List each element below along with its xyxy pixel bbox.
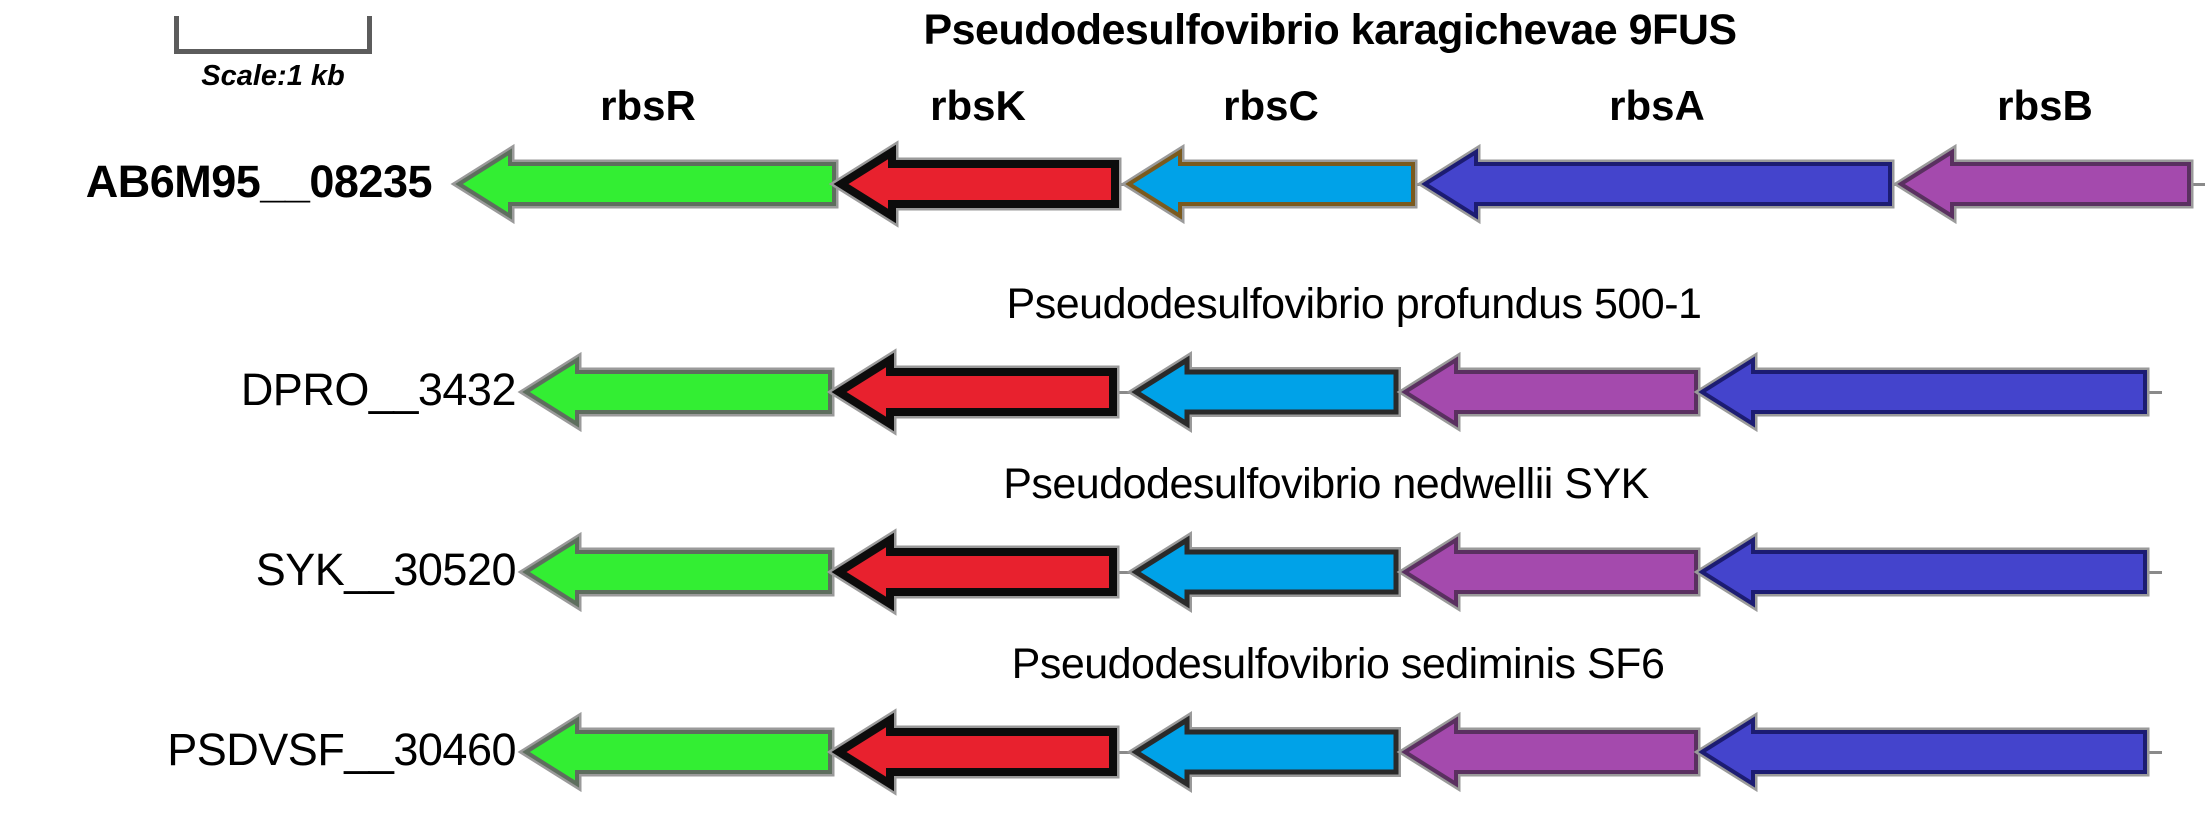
locus-tag-nedwellii: SYK__30520 xyxy=(255,543,517,595)
locus-tag-sediminis: PSDVSF__30460 xyxy=(167,723,516,775)
gene-arrow-shape-cyan xyxy=(1131,715,1399,789)
gene-arrow-red-gene xyxy=(826,708,1120,796)
gene-arrow-blue-gene xyxy=(1693,351,2150,433)
scale-bar-label: Scale:1 kb xyxy=(201,60,345,92)
locus-tag-profundus: DPRO__3432 xyxy=(240,363,517,415)
gene-arrow-green-gene xyxy=(517,711,835,793)
gene-arrow-cyan-gene xyxy=(1126,530,1401,614)
gene-name-label-rbsK: rbsK xyxy=(930,82,1026,129)
species-title-nedwellii: Pseudodesulfovibrio nedwellii SYK xyxy=(1003,460,1649,508)
scale-bar-bracket xyxy=(174,16,372,54)
gene-arrow-shape-blue xyxy=(1698,716,2147,788)
gene-arrow-shape-blue xyxy=(1698,356,2147,428)
gene-arrow-purple-gene xyxy=(1396,531,1701,613)
gene-arrow-shape-red xyxy=(833,144,1119,224)
gene-arrow-shape-blue xyxy=(1698,536,2147,608)
gene-arrow-shape-red xyxy=(831,532,1117,612)
gene-arrow-shape-cyan xyxy=(1125,148,1415,220)
gene-arrow-shape-cyan xyxy=(1131,355,1399,429)
gene-arrow-purple-gene xyxy=(1396,351,1701,433)
gene-name-label-rbsA: rbsA xyxy=(1609,82,1705,129)
gene-name-label-rbsB: rbsB xyxy=(1997,82,2093,129)
locus-tag-karagichevae: AB6M95__08235 xyxy=(85,155,433,207)
gene-arrow-rbsA xyxy=(1416,143,1895,225)
gene-arrow-shape-cyan xyxy=(1131,535,1399,609)
gene-arrow-green-gene xyxy=(517,531,835,613)
gene-name-label-rbsC: rbsC xyxy=(1223,82,1319,129)
gene-arrow-green-gene xyxy=(517,351,835,433)
species-title-karagichevae: Pseudodesulfovibrio karagichevae 9FUS xyxy=(923,6,1737,54)
gene-arrow-shape-blue xyxy=(1421,148,1892,220)
gene-arrow-rbsB xyxy=(1892,143,2194,225)
species-title-profundus: Pseudodesulfovibrio profundus 500-1 xyxy=(1006,280,1702,328)
gene-arrow-rbsR xyxy=(450,143,839,225)
gene-arrow-red-gene xyxy=(826,348,1120,436)
gene-arrow-purple-gene xyxy=(1396,711,1701,793)
species-title-sediminis: Pseudodesulfovibrio sediminis SF6 xyxy=(1011,640,1665,688)
gene-name-label-rbsR: rbsR xyxy=(600,82,696,129)
gene-arrow-red-gene xyxy=(826,528,1120,616)
gene-arrow-cyan-gene xyxy=(1126,350,1401,434)
gene-arrow-rbsK xyxy=(828,140,1122,228)
gene-arrow-shape-red xyxy=(831,352,1117,432)
gene-arrow-blue-gene xyxy=(1693,531,2150,613)
gene-arrow-cyan-gene xyxy=(1126,710,1401,794)
gene-arrow-rbsC xyxy=(1120,143,1418,225)
gene-arrow-blue-gene xyxy=(1693,711,2150,793)
gene-arrow-shape-purple xyxy=(1897,148,2191,220)
gene-arrow-shape-red xyxy=(831,712,1117,792)
